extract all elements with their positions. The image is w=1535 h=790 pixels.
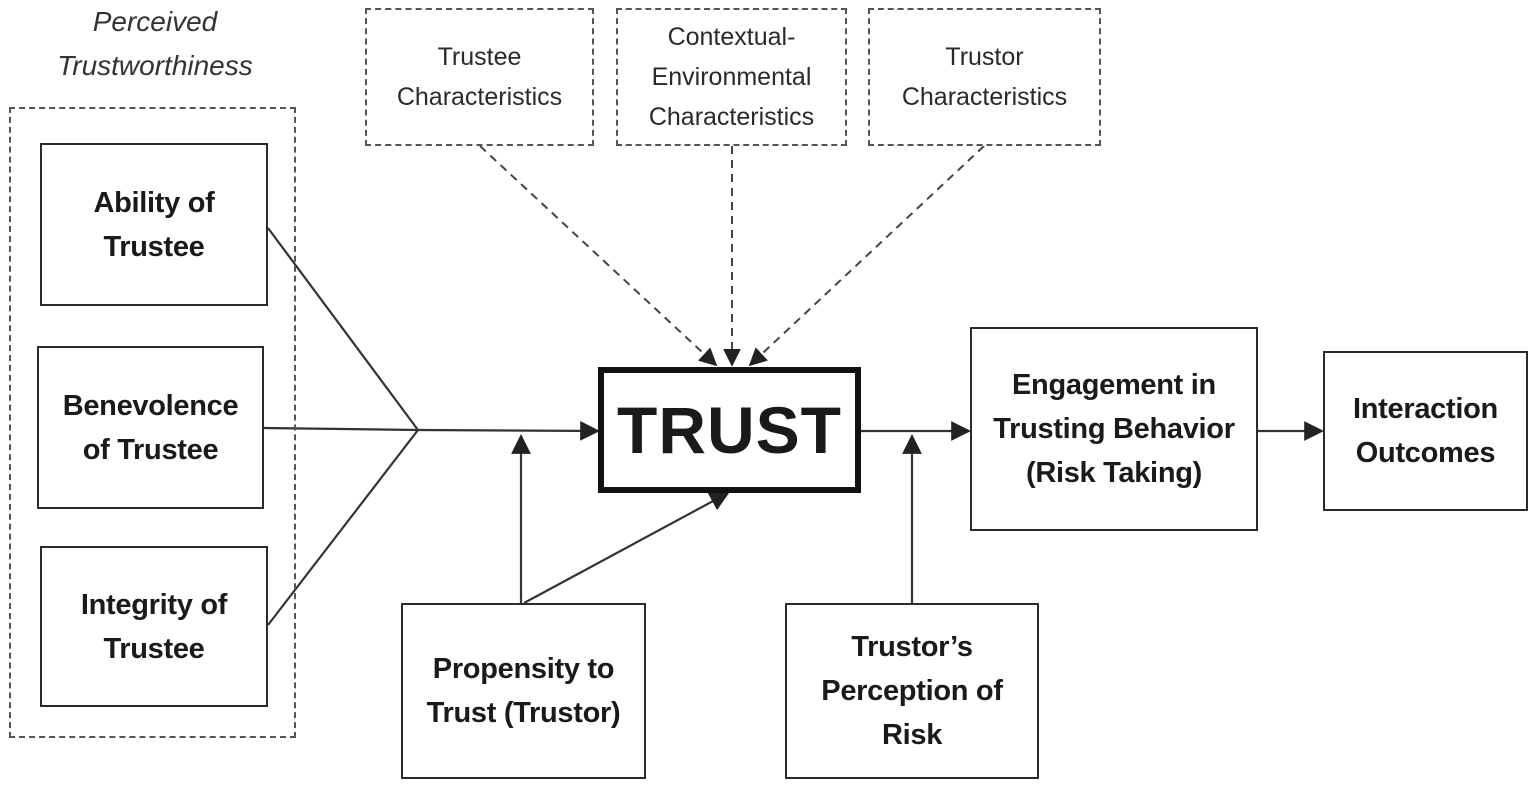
benevolence-to-trust-line — [263, 426, 419, 432]
propensity-to-trust-arrow — [523, 492, 730, 604]
trustworthiness-to-trust-arrow — [417, 421, 600, 441]
engagement-in-trusting-behavior-box: Engagement in Trusting Behavior (Risk Ta… — [970, 327, 1258, 531]
perceived-trustworthiness-group — [9, 107, 296, 738]
trust-label: TRUST — [617, 393, 842, 467]
trustee-characteristics-arrow — [479, 145, 718, 367]
propensity-to-trust-box: Propensity to Trust (Trustor) — [401, 603, 646, 779]
trustee-characteristics-box: Trustee Characteristics — [365, 8, 594, 146]
trustor-characteristics-box: Trustor Characteristics — [868, 8, 1101, 146]
interaction-outcomes-box: Interaction Outcomes — [1323, 351, 1528, 511]
perceived-trustworthiness-title: Perceived Trustworthiness — [57, 6, 253, 81]
benevolence-of-trustee-box: Benevolence of Trustee — [37, 346, 264, 509]
trustor-perception-of-risk-box: Trustor’s Perception of Risk — [785, 603, 1039, 779]
ability-of-trustee-box: Ability of Trustee — [40, 143, 268, 306]
contextual-environmental-characteristics-box: Contextual- Environmental Characteristic… — [616, 8, 847, 146]
integrity-to-trust-line — [267, 429, 419, 626]
integrity-of-trustee-box: Integrity of Trustee — [40, 546, 268, 707]
trustor-characteristics-arrow — [748, 145, 985, 367]
trust-box: TRUST — [598, 367, 861, 493]
ability-to-trust-line — [267, 227, 419, 431]
